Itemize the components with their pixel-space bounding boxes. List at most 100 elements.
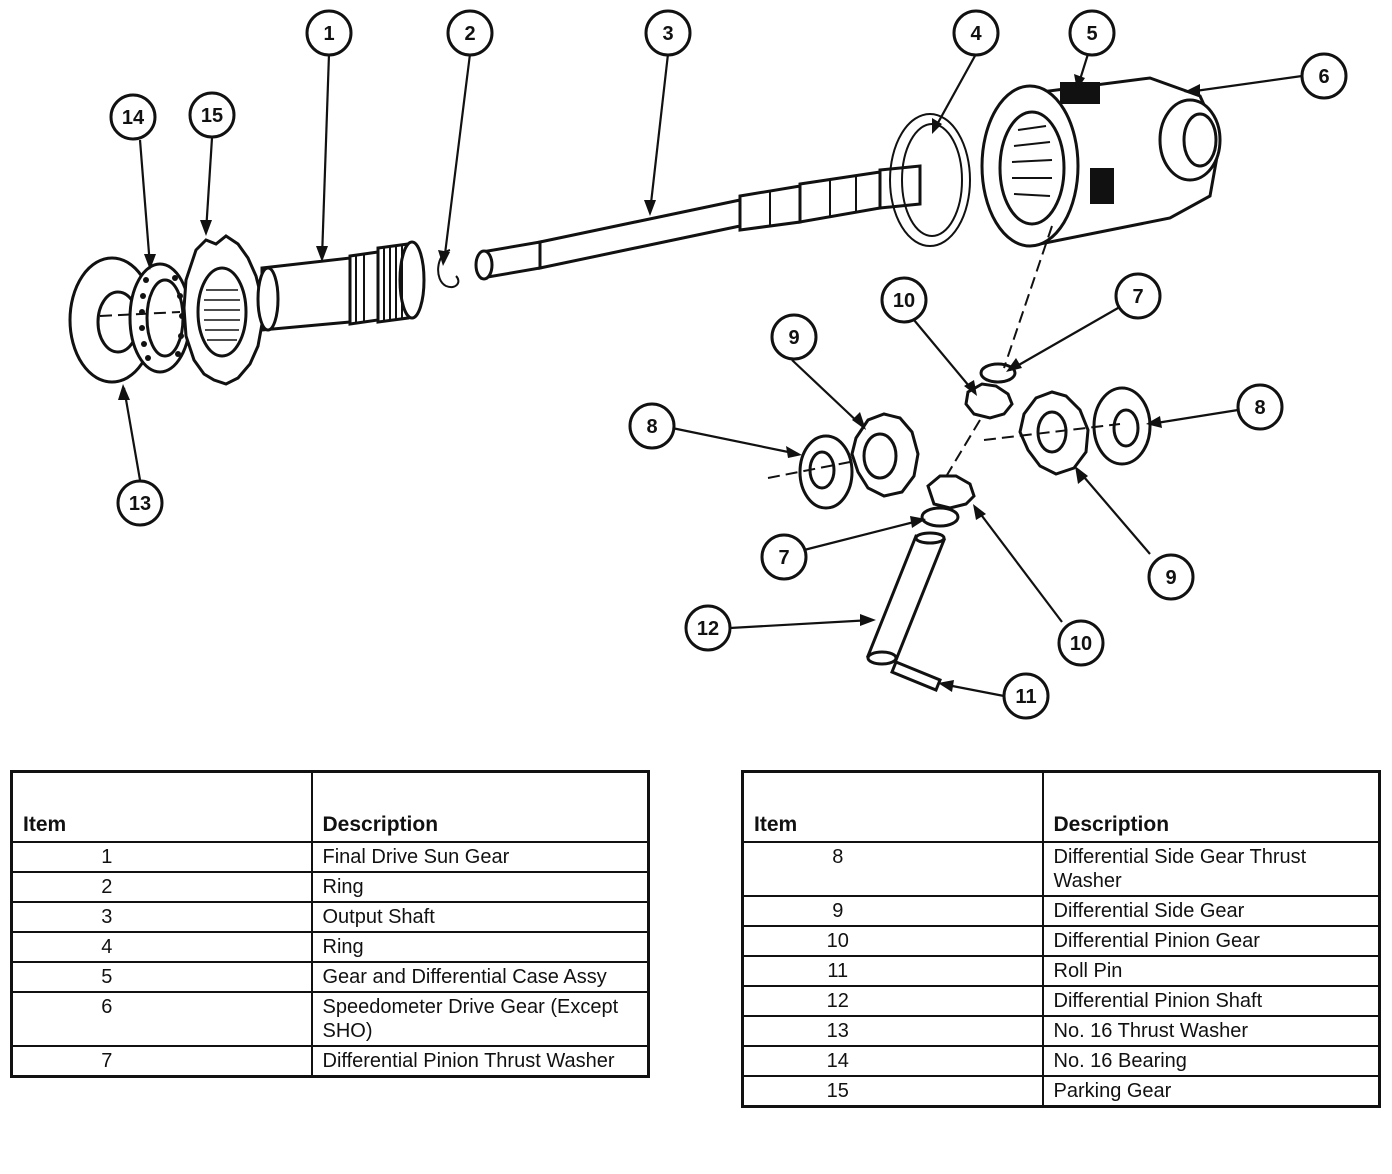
callout-10-upper-label: 10 (893, 290, 915, 312)
item-description: Differential Side Gear Thrust Washer (1041, 841, 1381, 897)
item-number: 7 (10, 1045, 313, 1078)
callout-9-upper: 9 (770, 313, 818, 361)
callout-4: 4 (952, 9, 1000, 57)
pinion-gear-upper-part (964, 382, 1014, 420)
callout-15-label: 15 (201, 105, 223, 127)
item-description: Output Shaft (310, 901, 650, 933)
callout-2-label: 2 (464, 23, 475, 45)
item-number: 12 (741, 985, 1044, 1017)
item-description: Ring (310, 871, 650, 903)
item-description: Speedometer Drive Gear (Except SHO) (310, 991, 650, 1047)
callout-15: 15 (188, 91, 236, 139)
item-number: 1 (10, 841, 313, 873)
item-description: Differential Pinion Thrust Washer (310, 1045, 650, 1078)
side-gear-thrust-washer-left-part (798, 434, 854, 510)
item-number: 4 (10, 931, 313, 963)
item-description: Differential Pinion Shaft (1041, 985, 1381, 1017)
callout-6: 6 (1300, 52, 1348, 100)
item-number: 14 (741, 1045, 1044, 1077)
callout-3-label: 3 (662, 23, 673, 45)
callout-1-label: 1 (323, 23, 334, 45)
callout-3: 3 (644, 9, 692, 57)
callout-13: 13 (116, 479, 164, 527)
pinion-shaft-part (865, 531, 947, 666)
callout-10-lower-label: 10 (1070, 633, 1092, 655)
legend-header-row: Item Description (741, 770, 1381, 843)
bearing-part (128, 262, 192, 374)
pinion-gear-lower-part (926, 474, 976, 510)
item-column-header: Item (10, 770, 313, 843)
pinion-thrust-washer-lower-part (920, 506, 960, 528)
item-description: No. 16 Thrust Washer (1041, 1015, 1381, 1047)
side-gear-thrust-washer-right-part (1092, 386, 1152, 466)
callout-8-left: 8 (628, 402, 676, 450)
item-description: Differential Side Gear (1041, 895, 1381, 927)
item-number: 8 (741, 841, 1044, 897)
item-description: No. 16 Bearing (1041, 1045, 1381, 1077)
legend-header-row: Item Description (10, 770, 650, 843)
callout-10-upper: 10 (880, 276, 928, 324)
callout-9-lower: 9 (1147, 553, 1195, 601)
item-number: 15 (741, 1075, 1044, 1108)
item-number: 13 (741, 1015, 1044, 1047)
output-shaft-part (474, 164, 922, 281)
item-number: 9 (741, 895, 1044, 927)
item-description: Ring (310, 931, 650, 963)
item-number: 5 (10, 961, 313, 993)
item-number: 3 (10, 901, 313, 933)
callout-14-label: 14 (122, 107, 145, 129)
side-gear-right-part (1018, 390, 1090, 476)
item-description: Final Drive Sun Gear (310, 841, 650, 873)
item-description: Differential Pinion Gear (1041, 925, 1381, 957)
differential-case-part (980, 76, 1222, 248)
callout-7-upper-label: 7 (1132, 286, 1143, 308)
item-number: 2 (10, 871, 313, 903)
sun-gear-part (256, 240, 426, 332)
callout-7-upper: 7 (1114, 272, 1162, 320)
item-number: 11 (741, 955, 1044, 987)
callout-7-lower-label: 7 (778, 547, 789, 569)
item-description: Gear and Differential Case Assy (310, 961, 650, 993)
callout-5: 5 (1068, 9, 1116, 57)
item-description: Parking Gear (1041, 1075, 1381, 1108)
roll-pin-part (890, 660, 942, 692)
parking-gear-part (182, 234, 264, 386)
callout-13-label: 13 (129, 493, 151, 515)
item-column-header: Item (741, 770, 1044, 843)
description-column-header: Description (1041, 770, 1381, 843)
item-number: 10 (741, 925, 1044, 957)
callout-14: 14 (109, 93, 157, 141)
callout-6-label: 6 (1318, 66, 1329, 88)
description-column-header: Description (310, 770, 650, 843)
callout-12: 12 (684, 604, 732, 652)
leader-lines (122, 53, 1303, 698)
callout-1: 1 (305, 9, 353, 57)
item-number: 6 (10, 991, 313, 1047)
pinion-thrust-washer-upper-part (979, 362, 1017, 384)
callout-11-label: 11 (1015, 686, 1036, 708)
leader-arrowheads (118, 74, 1200, 692)
item-description: Roll Pin (1041, 955, 1381, 987)
callout-8-right-label: 8 (1254, 397, 1265, 419)
callout-11: 11 (1002, 672, 1050, 720)
callout-8-right: 8 (1236, 383, 1284, 431)
callout-9-lower-label: 9 (1165, 567, 1176, 589)
callout-4-label: 4 (970, 23, 982, 45)
callout-2: 2 (446, 9, 494, 57)
callout-7-lower: 7 (760, 533, 808, 581)
